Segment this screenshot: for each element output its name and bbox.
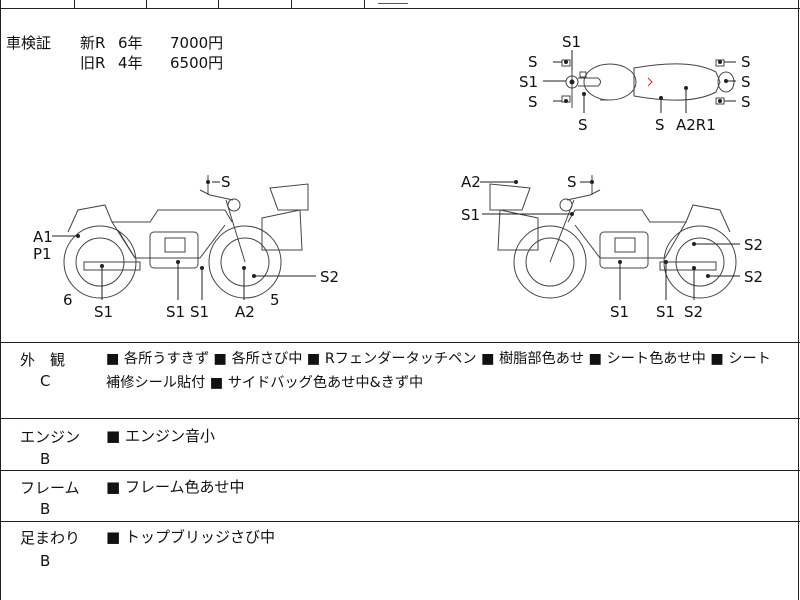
section-label: エンジン: [20, 428, 81, 446]
section-label: フレーム: [20, 479, 80, 497]
label-s: S: [567, 173, 577, 191]
inspection-type: 旧R: [80, 54, 106, 72]
section-item-line: ■ 各所うすきず ■ 各所さび中 ■ Rフェンダータッチペン ■ 樹脂部色あせ …: [106, 351, 771, 367]
inspection-years: 6年: [118, 34, 143, 52]
label-s: S: [741, 93, 751, 111]
label-s1: S1: [519, 73, 538, 91]
label-s1: S1: [562, 33, 581, 51]
inspection-label: 車検証: [6, 34, 52, 52]
right-side-diagram: [489, 175, 737, 299]
header-col-divider: [291, 0, 292, 8]
section-label: 足まわり: [20, 529, 81, 547]
section-grade: B: [40, 450, 51, 468]
section-label: 外 観: [20, 351, 66, 369]
section-divider: [0, 342, 800, 343]
label-s2: S2: [744, 268, 763, 286]
label-5: 5: [270, 291, 280, 309]
top-divider: [0, 8, 800, 9]
section-grade: B: [40, 500, 51, 518]
header-col-divider: [218, 0, 219, 8]
section-divider: [0, 470, 800, 471]
label-s: S: [221, 173, 231, 191]
label-s: S: [528, 53, 538, 71]
header-col-divider: [74, 0, 75, 8]
label-s1: S1: [190, 303, 209, 321]
label-a2r1: A2R1: [676, 116, 716, 134]
header-col-divider: [146, 0, 147, 8]
section-divider: [0, 521, 800, 522]
label-s1: S1: [610, 303, 629, 321]
label-s: S: [741, 73, 751, 91]
label-s: S: [528, 93, 538, 111]
cut-off-text: [378, 0, 408, 4]
left-side-diagram: [63, 175, 309, 299]
label-s1: S1: [166, 303, 185, 321]
motorcycle-diagrams: S1 S S1 S S S A2R1 S S S S A1 P1 6 S1 S1…: [33, 33, 763, 321]
label-s: S: [741, 53, 751, 71]
header-col-divider: [364, 0, 365, 8]
label-s: S: [655, 116, 665, 134]
label-s1: S1: [656, 303, 675, 321]
inspection-years: 4年: [118, 54, 143, 72]
label-s: S: [578, 116, 588, 134]
section-grade: B: [40, 552, 51, 570]
label-a2: A2: [461, 173, 481, 191]
label-s2: S2: [744, 236, 763, 254]
label-a2: A2: [235, 303, 255, 321]
label-s1: S1: [461, 206, 480, 224]
label-s2: S2: [684, 303, 703, 321]
label-a1: A1: [33, 228, 53, 246]
section-grade: C: [40, 372, 51, 390]
label-6: 6: [63, 291, 73, 309]
section-item-line: 補修シール貼付 ■ サイドバッグ色あせ中&きず中: [106, 375, 424, 391]
inspection-price: 7000円: [170, 34, 224, 52]
inspection-price: 6500円: [170, 54, 224, 72]
inspection-type: 新R: [80, 34, 106, 52]
top-view-diagram: [561, 58, 735, 108]
section-item-line: ■ フレーム色あせ中: [106, 478, 245, 496]
label-s2: S2: [320, 268, 339, 286]
section-divider: [0, 418, 800, 419]
label-p1: P1: [33, 245, 52, 263]
label-s1: S1: [94, 303, 113, 321]
section-item-line: ■ エンジン音小: [106, 427, 215, 445]
section-item-line: ■ トップブリッジさび中: [106, 528, 275, 546]
